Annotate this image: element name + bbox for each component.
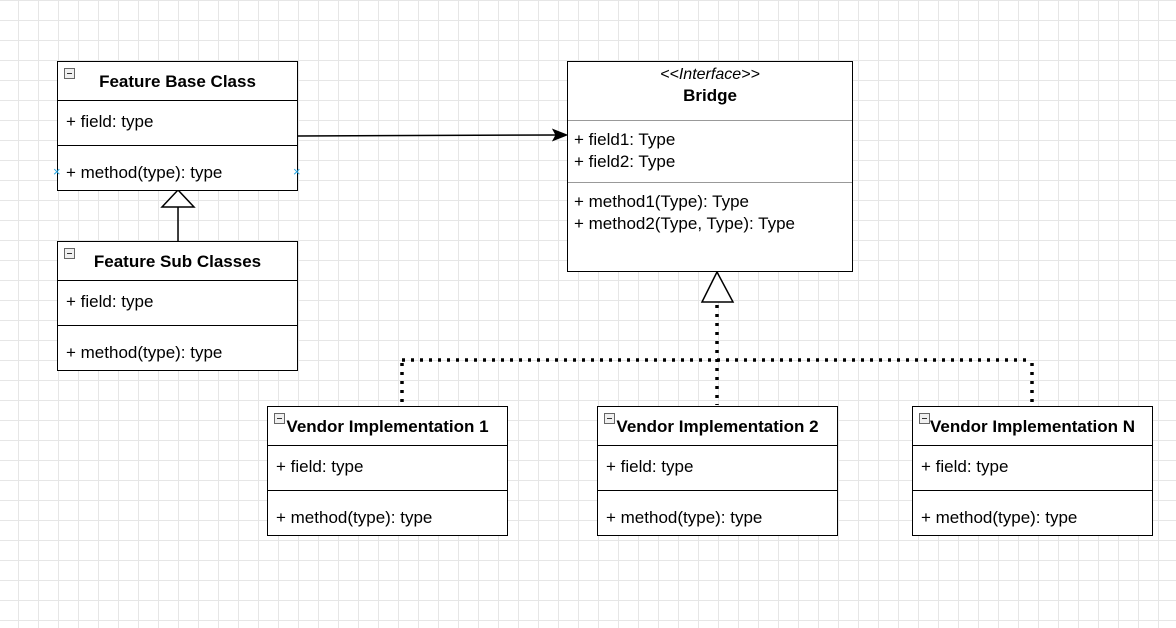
field-item: + field1: Type	[574, 130, 676, 149]
field-item: + field: type	[276, 457, 364, 476]
collapse-icon[interactable]	[274, 413, 285, 424]
collapse-icon[interactable]	[64, 248, 75, 259]
generalization-arrow[interactable]	[160, 188, 196, 241]
class-header[interactable]: Vendor Implementation 2	[598, 407, 837, 446]
class-title: Vendor Implementation 2	[616, 417, 819, 436]
connection-point-icon[interactable]: ×	[293, 164, 301, 179]
field-item: + field: type	[66, 292, 154, 311]
interface-header[interactable]: <<Interface>> Bridge	[568, 62, 852, 121]
method-item: + method(type): type	[921, 508, 1078, 527]
class-header[interactable]: Feature Sub Classes	[58, 242, 297, 281]
vendor-implementation-n[interactable]: Vendor Implementation N + field: type + …	[912, 406, 1153, 536]
method-item: + method2(Type, Type): Type	[574, 214, 795, 233]
vendor-implementation-2[interactable]: Vendor Implementation 2 + field: type + …	[597, 406, 838, 536]
vendor-implementation-1[interactable]: Vendor Implementation 1 + field: type + …	[267, 406, 508, 536]
bridge-interface[interactable]: <<Interface>> Bridge + field1: Type + fi…	[567, 61, 853, 272]
class-title: Vendor Implementation 1	[286, 417, 489, 436]
feature-base-class[interactable]: Feature Base Class + field: type + metho…	[57, 61, 298, 191]
field-item: + field: type	[66, 112, 154, 131]
class-fields[interactable]: + field: type	[58, 281, 297, 326]
collapse-icon[interactable]	[919, 413, 930, 424]
method-item: + method(type): type	[66, 163, 223, 182]
method-item: + method(type): type	[606, 508, 763, 527]
field-item: + field: type	[921, 457, 1009, 476]
class-title: Vendor Implementation N	[930, 417, 1135, 436]
method-item: + method(type): type	[66, 343, 223, 362]
collapse-icon[interactable]	[64, 68, 75, 79]
class-header[interactable]: Feature Base Class	[58, 62, 297, 101]
class-title: Feature Sub Classes	[93, 252, 262, 271]
association-arrow[interactable]	[297, 128, 569, 142]
class-fields[interactable]: + field: type	[598, 446, 837, 491]
field-item: + field2: Type	[574, 152, 676, 171]
class-header[interactable]: Vendor Implementation 1	[268, 407, 507, 446]
class-fields[interactable]: + field: type	[913, 446, 1152, 491]
feature-sub-classes[interactable]: Feature Sub Classes + field: type + meth…	[57, 241, 298, 371]
class-fields[interactable]: + field: type	[268, 446, 507, 491]
interface-fields[interactable]: + field1: Type + field2: Type	[568, 121, 852, 183]
method-item: + method1(Type): Type	[574, 192, 749, 211]
method-item: + method(type): type	[276, 508, 433, 527]
class-title: Feature Base Class	[99, 72, 256, 91]
field-item: + field: type	[606, 457, 694, 476]
connection-point-icon[interactable]: ×	[53, 164, 61, 179]
stereotype-label: <<Interface>>	[660, 66, 760, 83]
realization-connectors[interactable]	[400, 270, 1034, 405]
interface-methods[interactable]: + method1(Type): Type + method2(Type, Ty…	[568, 183, 852, 235]
class-header[interactable]: Vendor Implementation N	[913, 407, 1152, 446]
collapse-icon[interactable]	[604, 413, 615, 424]
interface-title: Bridge	[683, 86, 737, 105]
class-fields[interactable]: + field: type	[58, 101, 297, 146]
